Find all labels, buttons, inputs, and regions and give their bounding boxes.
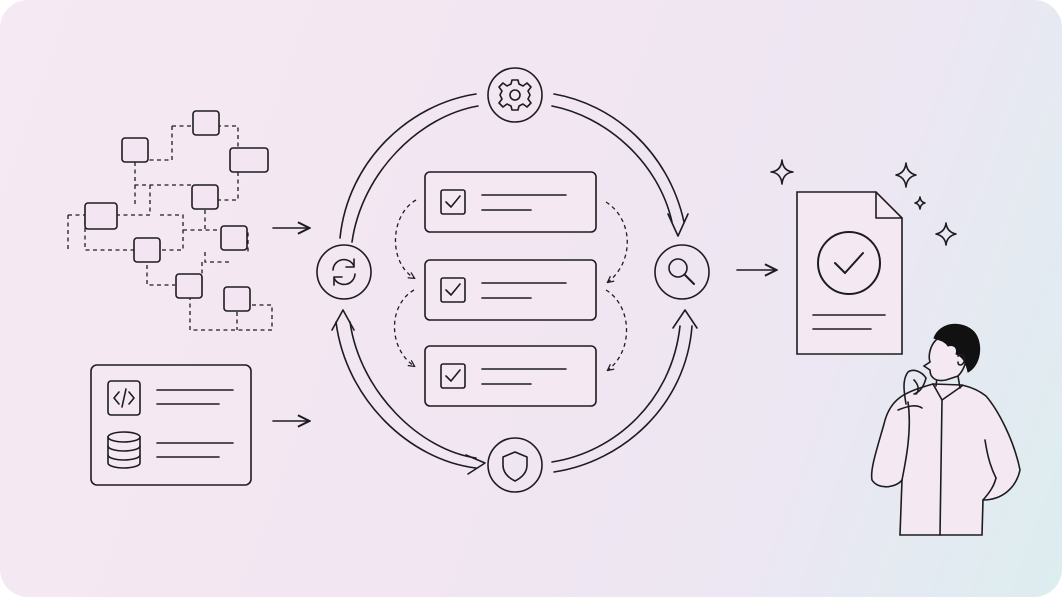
refresh-icon bbox=[316, 244, 372, 300]
checkbox-icon bbox=[440, 277, 466, 303]
cycle-arcs bbox=[331, 93, 698, 475]
checkbox-icon bbox=[440, 363, 466, 389]
checklist-card bbox=[424, 171, 597, 233]
sparkle-icon bbox=[770, 159, 957, 246]
checkbox-icon bbox=[440, 189, 466, 215]
network-graph-icon bbox=[67, 110, 273, 331]
magnifier-icon bbox=[654, 244, 710, 300]
checklist-card bbox=[424, 345, 597, 407]
document-check-icon bbox=[796, 191, 903, 355]
shield-icon bbox=[487, 437, 543, 493]
source-card bbox=[90, 364, 252, 486]
checklist-card bbox=[424, 259, 597, 321]
thinking-person bbox=[870, 323, 1021, 536]
gear-icon bbox=[487, 67, 543, 123]
checklist bbox=[394, 171, 628, 407]
code-icon bbox=[107, 380, 141, 416]
database-icon bbox=[107, 431, 141, 469]
